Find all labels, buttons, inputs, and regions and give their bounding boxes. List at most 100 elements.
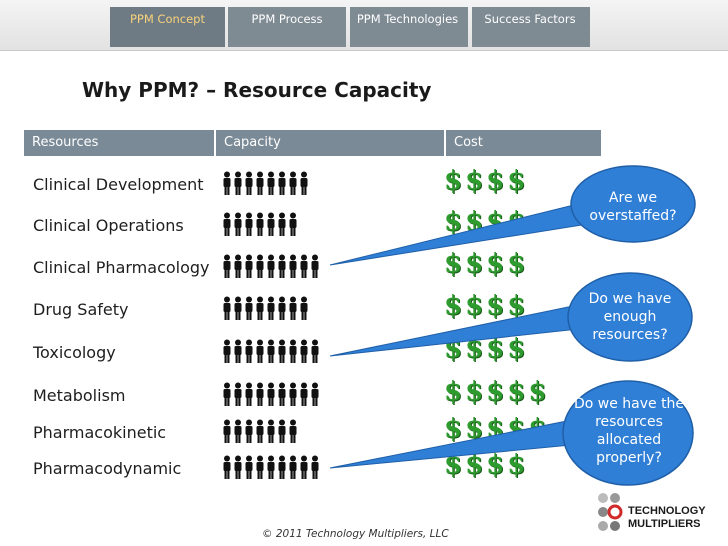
person-icon — [311, 455, 319, 479]
person-icon — [289, 455, 297, 479]
cost-dollars: $$$$ — [444, 249, 529, 279]
person-icon — [223, 171, 231, 195]
logo-line-1: TECHNOLOGY — [628, 505, 706, 517]
cost-dollars: $$$$ — [444, 166, 529, 196]
person-icon — [234, 212, 242, 236]
person-icon — [245, 212, 253, 236]
person-icon — [267, 382, 275, 406]
person-icon — [278, 212, 286, 236]
page-title: Why PPM? – Resource Capacity — [82, 78, 432, 102]
callout-bubble-allocated — [562, 380, 694, 486]
column-header-resources: Resources — [24, 130, 214, 156]
person-icon — [278, 296, 286, 320]
person-icon — [289, 419, 297, 443]
callout-bubble-enough-resources — [567, 272, 693, 362]
person-icon — [223, 419, 231, 443]
person-icon — [234, 254, 242, 278]
person-icon — [267, 419, 275, 443]
person-icon — [256, 382, 264, 406]
person-icon — [223, 254, 231, 278]
person-icon — [267, 171, 275, 195]
tab-ppm-technologies[interactable]: PPM Technologies — [356, 12, 459, 26]
person-icon — [267, 339, 275, 363]
person-icon — [278, 419, 286, 443]
capacity-people — [222, 296, 310, 326]
person-icon — [311, 339, 319, 363]
cost-dollars: $$$$$ — [444, 377, 550, 407]
callout-enough-resources: Do we have enough resources? — [588, 291, 672, 343]
person-icon — [234, 455, 242, 479]
person-icon — [300, 254, 308, 278]
capacity-people — [222, 171, 310, 201]
person-icon — [256, 455, 264, 479]
resource-label: Pharmacokinetic — [33, 423, 167, 442]
callout-overstaffed: Are we overstaffed? — [589, 190, 677, 224]
person-icon — [278, 339, 286, 363]
person-icon — [245, 339, 253, 363]
callout-bubble-enough-resources — [329, 304, 589, 357]
capacity-people — [222, 382, 321, 412]
person-icon — [300, 339, 308, 363]
person-icon — [223, 296, 231, 320]
person-icon — [256, 296, 264, 320]
resource-label: Metabolism — [33, 386, 126, 405]
person-icon — [234, 419, 242, 443]
person-icon — [256, 212, 264, 236]
capacity-people — [222, 455, 321, 485]
person-icon — [300, 296, 308, 320]
copyright-footer: © 2011 Technology Multipliers, LLC — [262, 528, 449, 540]
resource-label: Toxicology — [33, 343, 116, 362]
resource-label: Clinical Operations — [33, 216, 184, 235]
person-icon — [311, 254, 319, 278]
callout-allocated-properly: Do we have the resources allocated prope… — [573, 396, 685, 466]
top-navigation: PPM Concept PPM Process PPM Technologies… — [0, 0, 728, 51]
person-icon — [223, 382, 231, 406]
person-icon — [311, 382, 319, 406]
person-icon — [223, 455, 231, 479]
person-icon — [245, 171, 253, 195]
callout-bubble-overstaffed — [570, 165, 696, 243]
logo-wordmark: TECHNOLOGY MULTIPLIERS — [628, 505, 706, 531]
callout-bubble-allocated — [329, 419, 583, 469]
tab-ppm-concept[interactable]: PPM Concept — [129, 12, 205, 26]
tab-success-factors[interactable]: Success Factors — [484, 12, 576, 26]
resource-label: Clinical Development — [33, 175, 204, 194]
person-icon — [256, 419, 264, 443]
person-icon — [289, 296, 297, 320]
person-icon — [300, 171, 308, 195]
person-icon — [267, 296, 275, 320]
logo-line-2: MULTIPLIERS — [628, 518, 701, 530]
person-icon — [289, 171, 297, 195]
capacity-people — [222, 254, 321, 284]
capacity-people — [222, 212, 299, 242]
person-icon — [278, 455, 286, 479]
person-icon — [234, 296, 242, 320]
person-icon — [278, 382, 286, 406]
tab-ppm-process[interactable]: PPM Process — [251, 12, 323, 26]
person-icon — [234, 339, 242, 363]
person-icon — [245, 254, 253, 278]
person-icon — [267, 254, 275, 278]
person-icon — [289, 339, 297, 363]
resource-label: Clinical Pharmacology — [33, 258, 210, 277]
person-icon — [278, 171, 286, 195]
person-icon — [256, 339, 264, 363]
person-icon — [234, 382, 242, 406]
person-icon — [223, 339, 231, 363]
person-icon — [245, 455, 253, 479]
person-icon — [256, 171, 264, 195]
callout-bubble-overstaffed — [329, 203, 589, 266]
person-icon — [256, 254, 264, 278]
resource-label: Pharmacodynamic — [33, 459, 182, 478]
person-icon — [300, 455, 308, 479]
person-icon — [289, 212, 297, 236]
column-header-capacity: Capacity — [216, 130, 444, 156]
person-icon — [223, 212, 231, 236]
person-icon — [300, 382, 308, 406]
capacity-people — [222, 419, 299, 449]
person-icon — [267, 455, 275, 479]
column-header-cost: Cost — [446, 130, 601, 156]
cost-dollars: $$$$ — [444, 291, 529, 321]
technology-multipliers-logo-icon — [598, 493, 623, 531]
